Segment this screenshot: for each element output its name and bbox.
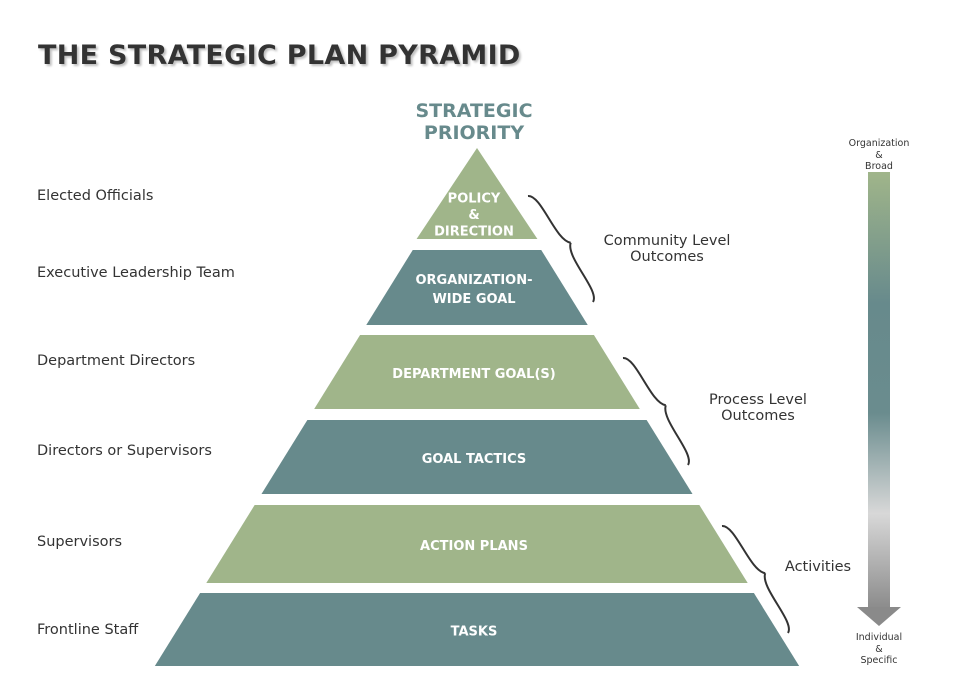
role-label: Frontline Staff (37, 622, 139, 638)
pyramid-level-shape (314, 335, 640, 409)
page-title: THE STRATEGIC PLAN PYRAMID (38, 40, 521, 71)
arrow-label-line: Specific (860, 655, 898, 666)
pyramid-level-label: DEPARTMENT GOAL(S) (392, 367, 555, 382)
outcome-process: Process Level Outcomes (688, 392, 828, 424)
role-label: Executive Leadership Team (37, 265, 235, 281)
pyramid-level-shape (366, 250, 588, 325)
arrow-top-label: Organization & Broad (834, 138, 924, 173)
pyramid-level-label: & (468, 208, 479, 223)
outcome-line: Outcomes (630, 249, 704, 265)
arrow-label-line: & (875, 149, 883, 161)
arrow-label-line: & (875, 643, 883, 655)
outcome-community: Community Level Outcomes (597, 233, 737, 265)
pyramid-level: TASKS (154, 593, 800, 666)
role-label: Supervisors (37, 534, 123, 550)
arrow-bottom-label: Individual & Specific (834, 632, 924, 667)
pyramid-level: ACTION PLANS (206, 505, 748, 583)
pyramid-level-shape (206, 505, 748, 583)
pyramid-level-label: POLICY (448, 192, 501, 207)
curly-brace (622, 356, 690, 466)
outcome-line: Outcomes (721, 408, 795, 424)
pyramid-level-label: GOAL TACTICS (422, 452, 527, 467)
pyramid-level: ORGANIZATION- WIDE GOAL (366, 250, 588, 325)
curly-brace (527, 195, 595, 303)
pyramid-level-shape (154, 593, 800, 666)
arrow-label-line: Individual (855, 632, 903, 643)
role-label: Elected Officials (37, 188, 154, 204)
curly-brace (721, 525, 790, 634)
apex-line: PRIORITY (423, 122, 525, 144)
pyramid-level-label: ORGANIZATION- (415, 273, 532, 288)
pyramid-level-label: ACTION PLANS (420, 539, 528, 554)
arrow-shaft (868, 172, 890, 610)
arrow-label-line: Organization (848, 138, 910, 149)
pyramid-level-label: DIRECTION (434, 225, 514, 240)
apex-label: STRATEGIC PRIORITY (374, 100, 574, 144)
pyramid-level-label: WIDE GOAL (432, 292, 515, 307)
outcome-line: Activities (784, 559, 852, 575)
pyramid-level: POLICY& DIRECTION (416, 148, 538, 240)
role-label: Department Directors (37, 353, 196, 369)
pyramid-level: DEPARTMENT GOAL(S) (314, 335, 640, 409)
arrow-head-icon (857, 607, 901, 626)
arrow-label-line: Broad (865, 161, 893, 172)
role-label: Directors or Supervisors (37, 443, 212, 459)
pyramid-level-shape (416, 148, 538, 239)
outcome-activities: Activities (768, 559, 868, 575)
outcome-line: Community Level (603, 233, 731, 249)
pyramid-level-shape (261, 420, 693, 494)
outcome-line: Process Level (709, 392, 807, 408)
apex-line: STRATEGIC (415, 100, 533, 122)
pyramid-level: GOAL TACTICS (261, 420, 693, 494)
pyramid-level-label: TASKS (451, 625, 498, 640)
gradient-arrow (857, 172, 901, 626)
